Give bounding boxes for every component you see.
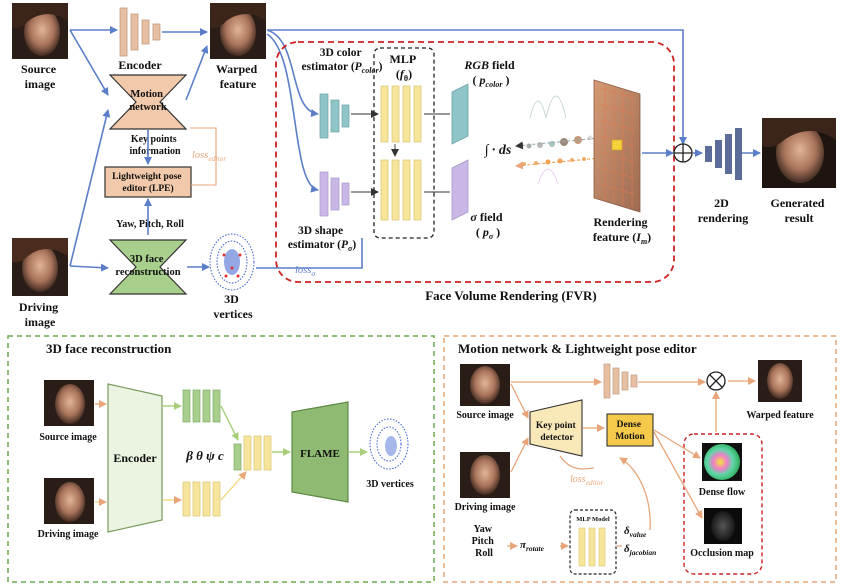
dense-flow-image bbox=[702, 443, 742, 481]
mlp-model-label: MLP Model bbox=[576, 516, 610, 523]
top-encoder-label: Encoder bbox=[118, 58, 162, 72]
loss-sigma-label: lossσ bbox=[295, 265, 315, 278]
right-panel-driving-label: Driving image bbox=[455, 502, 516, 513]
warped-feature-label: Warped feature bbox=[216, 62, 260, 91]
left-panel-3d-vertices-label: 3D vertices bbox=[366, 479, 414, 490]
driving-image-thumbnail bbox=[12, 238, 68, 296]
delta-jacobian-label: δjacobian bbox=[624, 543, 656, 557]
warp-multiply-operator bbox=[706, 371, 726, 391]
left-panel-source-label: Source image bbox=[39, 432, 97, 443]
flame-block bbox=[291, 401, 349, 503]
pi-rotate-label: πrotate bbox=[520, 539, 545, 553]
face-reconstruction-panel-title: 3D face reconstruction bbox=[46, 341, 172, 356]
face-reconstruction-panel bbox=[7, 335, 435, 583]
left-panel-driving-label: Driving image bbox=[38, 529, 99, 540]
mlp-model-dashed-box bbox=[569, 509, 617, 575]
generated-result-label: Generated result bbox=[771, 196, 828, 225]
fvr-region-border bbox=[275, 41, 675, 283]
left-panel-merged-bars bbox=[233, 435, 272, 471]
yaw-pitch-roll-label: Yaw, Pitch, Roll bbox=[116, 219, 184, 230]
key-points-information-label: Key points information bbox=[129, 134, 181, 157]
key-point-detector-block bbox=[529, 399, 583, 457]
shape-estimator-blocks bbox=[319, 171, 350, 217]
rendering-feature-image bbox=[593, 79, 641, 213]
mlp-label: MLP (fθ) bbox=[390, 52, 419, 83]
right-panel-driving-image bbox=[460, 452, 510, 498]
source-image-thumbnail bbox=[12, 3, 68, 59]
lpe-block bbox=[104, 166, 192, 198]
flame-label: FLAME bbox=[300, 448, 340, 460]
volume-integral-label: ∫ · ds bbox=[484, 143, 512, 158]
key-point-detector-label: Key point detector bbox=[536, 421, 578, 443]
left-panel-encoder-label: Encoder bbox=[113, 451, 157, 465]
motion-network-block bbox=[108, 74, 188, 130]
panel-loss-editor-label: losseditor bbox=[570, 474, 604, 487]
mlp-internal-arrows bbox=[351, 110, 450, 196]
source-image-label: Source image bbox=[21, 62, 59, 91]
right-panel-source-image bbox=[460, 364, 510, 406]
motion-network-panel bbox=[443, 335, 837, 583]
face-reconstruction-label: 3D face reconstruction bbox=[115, 254, 180, 278]
occlusion-map-label: Occlusion map bbox=[690, 548, 754, 559]
fvr-caption: Face Volume Rendering (FVR) bbox=[425, 288, 597, 303]
top-loss-editor-label: losseditor bbox=[192, 150, 226, 163]
generated-result-image bbox=[762, 118, 836, 188]
mlp-color-bars bbox=[380, 85, 422, 143]
top-3d-vertices-label: 3D vertices bbox=[213, 292, 253, 321]
right-panel-arrows bbox=[507, 377, 756, 550]
shape-estimator-label: 3D shape estimator (Pσ) bbox=[288, 225, 356, 253]
lpe-label: Lightweight pose editor (LPE) bbox=[112, 172, 184, 194]
sigma-field-label: σ field ( pσ ) bbox=[470, 210, 505, 241]
delta-value-label: δvalue bbox=[624, 525, 647, 539]
right-panel-encoder-bars bbox=[603, 363, 638, 399]
mlp-shape-bars bbox=[380, 159, 422, 221]
right-panel-source-label: Source image bbox=[456, 410, 514, 421]
color-estimator-label: 3D color estimator (Pcolor) bbox=[302, 47, 383, 75]
left-panel-3d-vertices-mesh bbox=[369, 418, 409, 470]
left-panel-arrows bbox=[95, 400, 368, 506]
left-panel-driving-param-bars bbox=[182, 481, 221, 517]
motion-network-label: Motion network bbox=[129, 89, 166, 113]
driving-image-label: Driving image bbox=[19, 300, 61, 329]
rgb-field-block bbox=[451, 83, 469, 145]
mlp-model-bars bbox=[578, 527, 606, 567]
dense-motion-block bbox=[606, 413, 654, 447]
warped-feature-thumbnail bbox=[210, 3, 266, 59]
flame-parameters-label: β θ ψ c bbox=[185, 448, 224, 463]
sigma-field-block bbox=[451, 159, 469, 221]
feature-merge-operator bbox=[673, 143, 693, 163]
face-reconstruction-block bbox=[108, 239, 188, 295]
color-ray-samples bbox=[526, 95, 593, 149]
left-panel-source-param-bars bbox=[182, 389, 221, 423]
top-blue-arrows bbox=[69, 26, 761, 272]
2d-rendering-blocks bbox=[705, 128, 742, 180]
top-orange-feedback bbox=[190, 127, 217, 186]
2d-rendering-label: 2D rendering bbox=[698, 196, 748, 225]
dense-flow-label: Dense flow bbox=[699, 487, 746, 498]
left-panel-encoder bbox=[107, 383, 163, 533]
left-panel-driving-image bbox=[44, 478, 94, 524]
left-panel-source-image bbox=[44, 380, 94, 426]
color-estimator-blocks bbox=[319, 93, 350, 139]
ray-arrows bbox=[515, 137, 601, 170]
dense-motion-label: Dense Motion bbox=[615, 420, 645, 442]
sigma-ray-samples bbox=[522, 157, 586, 185]
top-encoder bbox=[119, 7, 161, 57]
top-3d-vertices-mesh bbox=[209, 233, 255, 291]
motion-network-panel-title: Motion network & Lightweight pose editor bbox=[458, 341, 697, 356]
right-panel-warped-label: Warped feature bbox=[746, 410, 814, 421]
right-panel-warped-feature bbox=[758, 360, 802, 402]
mlp-dashed-box bbox=[373, 47, 435, 239]
dense-outputs-dashed-box bbox=[683, 433, 763, 575]
rgb-field-label: RGB field ( pcolor ) bbox=[463, 58, 517, 89]
rendering-feature-label: Rendering feature (Im) bbox=[593, 215, 651, 246]
panel-yaw-pitch-roll-label: Yaw Pitch Roll bbox=[472, 524, 497, 559]
occlusion-map-image bbox=[704, 508, 742, 544]
